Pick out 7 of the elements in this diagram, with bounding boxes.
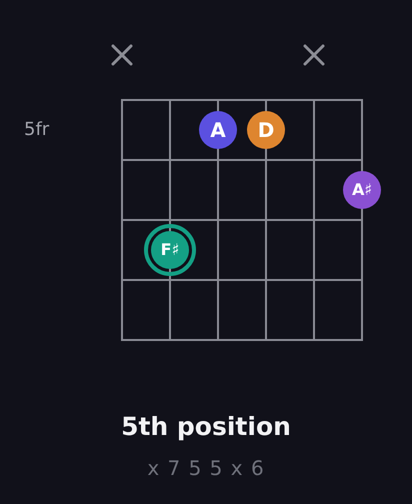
note-dot: A♯: [343, 171, 381, 209]
fret-number-label: 5fr: [24, 119, 50, 140]
fingering-text: x 7 5 5 x 6: [147, 456, 265, 480]
note-dot: D: [247, 111, 285, 149]
note-dot: A: [199, 111, 237, 149]
root-note-dot: F♯: [144, 224, 196, 276]
chord-title: 5th position: [121, 412, 291, 441]
